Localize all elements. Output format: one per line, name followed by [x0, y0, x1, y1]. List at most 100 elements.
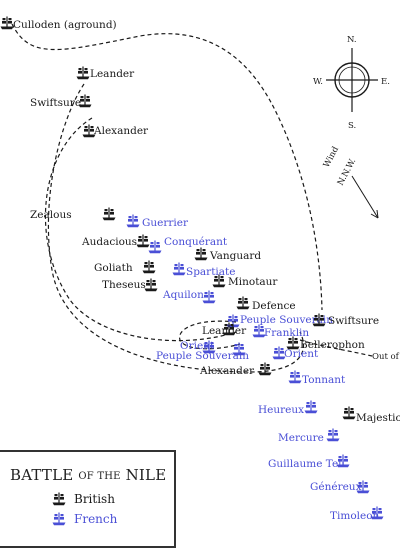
ship-label: Leander	[202, 325, 247, 337]
british-ship-icon	[0, 16, 14, 30]
legend-british: British	[52, 492, 115, 506]
ship-british: Alexander	[199, 362, 272, 377]
french-ship-icon	[288, 370, 302, 384]
ship-french: Conquérant	[148, 236, 228, 254]
french-ship-icon	[326, 428, 340, 442]
ship-label: Timoleon	[330, 510, 380, 522]
legend-title-of-the: OF THE	[78, 471, 121, 482]
ship-label: Alexander	[199, 365, 255, 377]
ship-label: Bellerophon	[300, 339, 365, 351]
ship-british: Alexander	[82, 124, 149, 138]
ship-french: Peuple Souverain	[226, 314, 333, 328]
ship-french: Guerrier	[126, 214, 189, 229]
ship-french: Peuple Souverain	[156, 342, 249, 362]
ship-british: Goliath	[94, 260, 156, 274]
french-ship-icon	[148, 240, 162, 254]
ship-label: Defence	[252, 300, 296, 312]
course-line-right	[299, 339, 373, 357]
ships-layer: Culloden (aground)LeanderSwiftsureAlexan…	[0, 16, 400, 522]
ship-label: Heureux	[258, 404, 304, 416]
ship-french: Guillaume Tell	[268, 454, 350, 470]
ship-french: Orient	[180, 340, 216, 354]
ship-french: Tonnant	[288, 370, 346, 386]
ship-label: Orient	[180, 340, 215, 352]
french-ship-icon	[304, 400, 318, 414]
ship-british: Culloden (aground)	[0, 16, 117, 31]
british-ship-icon	[236, 296, 250, 310]
ship-french: Franklin	[252, 324, 309, 339]
ship-label: Guillaume Tell	[268, 458, 346, 470]
course-lines	[11, 23, 373, 373]
compass-north: N.	[347, 35, 357, 45]
compass-east: E.	[381, 77, 390, 87]
ship-label: Spartiate	[186, 266, 235, 278]
ship-label: Généreux	[310, 481, 362, 493]
ship-label: Orient	[284, 348, 319, 360]
legend-french-label: French	[74, 512, 118, 526]
wind-indicator: Wind N.N.W.	[322, 145, 379, 219]
british-ship-icon	[142, 260, 156, 274]
british-ship-icon	[76, 66, 90, 80]
ship-label: Minotaur	[228, 276, 278, 288]
ship-label: Alexander	[93, 125, 149, 137]
british-ship-icon	[52, 492, 66, 506]
british-ship-icon	[144, 278, 158, 292]
out-of-action-label: Out of action	[372, 352, 400, 362]
compass-rose: N. S. W. E.	[313, 35, 390, 131]
course-line-inner-top	[44, 117, 237, 342]
wind-direction: N.N.W.	[336, 157, 359, 187]
ship-french: Heureux	[258, 400, 318, 416]
ship-label: Guerrier	[142, 217, 189, 229]
ship-label: Goliath	[94, 262, 133, 274]
compass-south: S.	[348, 121, 356, 131]
ship-british: Majestic	[342, 406, 400, 424]
french-ship-icon	[172, 262, 186, 276]
ship-french: Généreux	[310, 480, 370, 494]
ship-label: Culloden (aground)	[13, 19, 117, 31]
british-ship-icon	[136, 234, 150, 248]
ship-label: Tonnant	[302, 374, 346, 386]
ship-british: Audacious	[81, 234, 150, 248]
ship-label: Peuple Souverain	[240, 314, 333, 326]
french-ship-icon	[126, 214, 140, 228]
wind-label: Wind	[322, 145, 342, 170]
course-line-loop	[179, 320, 241, 350]
british-ship-icon	[258, 362, 272, 376]
british-ship-icon	[194, 247, 208, 261]
french-ship-icon	[52, 512, 66, 526]
french-ship-icon	[202, 290, 216, 304]
ship-label: Swiftsure	[328, 315, 379, 327]
ship-british: Leander	[202, 322, 247, 337]
ship-british: Bellerophon	[286, 336, 365, 351]
ship-label: Zealous	[30, 209, 72, 221]
ship-label: Peuple Souverain	[156, 350, 249, 362]
out-of-action-text: Out of action	[372, 352, 400, 362]
ship-label: Franklin	[264, 327, 309, 339]
legend-title-battle: BATTLE	[10, 466, 74, 484]
ship-french: Timoleon	[330, 506, 384, 522]
british-ship-icon	[102, 207, 116, 221]
ship-label: Swiftsure	[30, 97, 81, 109]
ship-british: Vanguard	[194, 247, 261, 262]
legend-british-label: British	[74, 492, 115, 506]
legend: BATTLE OF THE NILE British French	[0, 450, 176, 548]
ship-british: Theseus	[102, 278, 158, 292]
ship-french: Spartiate	[172, 262, 235, 278]
ship-label: Vanguard	[209, 250, 261, 262]
legend-title: BATTLE OF THE NILE	[10, 466, 166, 484]
british-ship-icon	[342, 406, 356, 420]
ship-british: Minotaur	[212, 274, 278, 288]
legend-french: French	[52, 512, 117, 526]
ship-british: Swiftsure	[30, 94, 92, 109]
ship-label: Leander	[90, 68, 135, 80]
ship-label: Conquérant	[164, 236, 228, 248]
ship-french: Mercure	[278, 428, 340, 444]
course-line-outer	[11, 23, 323, 311]
ship-label: Audacious	[81, 236, 137, 248]
course-line-west-arc	[47, 83, 305, 373]
ship-label: Majestic	[356, 412, 400, 424]
compass-west: W.	[313, 77, 323, 87]
ship-label: Aquilon	[162, 289, 204, 301]
legend-title-nile: NILE	[125, 466, 167, 484]
